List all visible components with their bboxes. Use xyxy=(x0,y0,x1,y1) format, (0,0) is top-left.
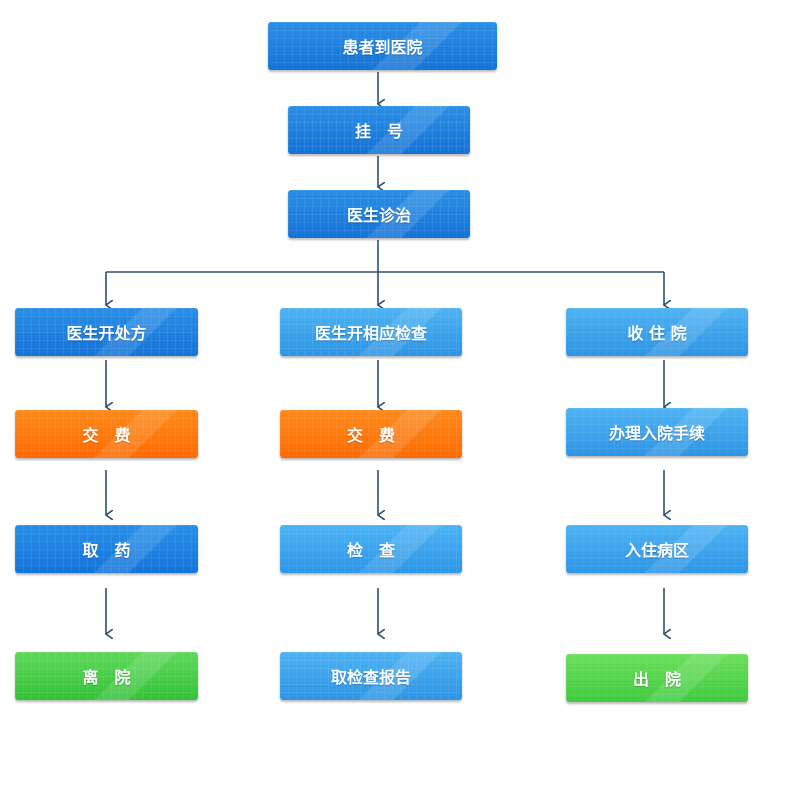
node-leave-hospital: 离 院 xyxy=(15,652,198,700)
node-label: 出 院 xyxy=(632,670,681,689)
node-label: 收 住 院 xyxy=(627,324,687,343)
node-doctor-diagnosis: 医生诊治 xyxy=(288,190,470,238)
node-label: 医生诊治 xyxy=(346,206,411,225)
node-label: 离 院 xyxy=(82,668,131,687)
node-label: 医生开相应检查 xyxy=(314,324,427,343)
node-discharge: 出 院 xyxy=(566,654,748,702)
node-label: 取 药 xyxy=(82,541,131,560)
node-admission: 收 住 院 xyxy=(566,308,748,356)
node-label: 检 查 xyxy=(346,541,395,560)
node-exam-report: 取检查报告 xyxy=(280,652,462,700)
node-enter-ward: 入住病区 xyxy=(566,525,748,573)
node-pay-exam: 交 费 xyxy=(280,410,462,458)
node-exam-order: 医生开相应检查 xyxy=(280,308,462,356)
node-prescription: 医生开处方 xyxy=(15,308,198,356)
node-label: 取检查报告 xyxy=(330,668,411,687)
node-admission-procedures: 办理入院手续 xyxy=(566,408,748,456)
node-label: 交 费 xyxy=(346,426,395,445)
node-pay-medicine: 交 费 xyxy=(15,410,198,458)
node-label: 交 费 xyxy=(82,426,131,445)
node-label: 入住病区 xyxy=(624,541,689,560)
node-label: 办理入院手续 xyxy=(608,424,705,443)
node-examination: 检 查 xyxy=(280,525,462,573)
node-label: 挂 号 xyxy=(354,122,403,141)
node-register: 挂 号 xyxy=(288,106,470,154)
node-label: 患者到医院 xyxy=(342,38,423,57)
node-arrive-hospital: 患者到医院 xyxy=(268,22,497,70)
node-get-medicine: 取 药 xyxy=(15,525,198,573)
node-label: 医生开处方 xyxy=(66,324,147,343)
